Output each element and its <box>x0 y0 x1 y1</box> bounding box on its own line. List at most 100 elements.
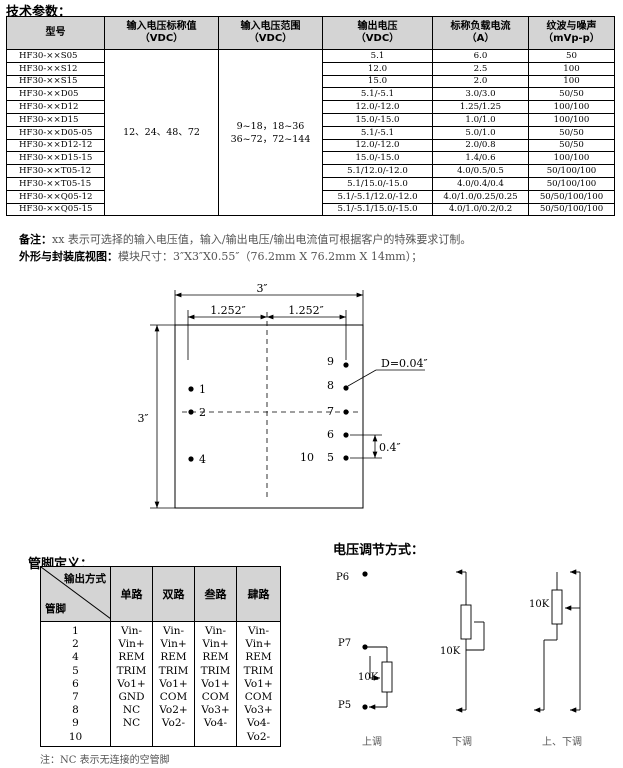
pin-number-cell: 10 <box>40 730 111 747</box>
pin-function-cell: TRIM <box>110 664 153 678</box>
spec-cell-vout: 5.1/12.0/-12.0 <box>322 164 433 178</box>
pin-function-cell: REM <box>236 651 281 665</box>
outline-line: 外形与封装底视图：模块尺寸：3″X3″X0.55″（76.2mm X 76.2m… <box>19 248 422 264</box>
spec-cell-vout: 12.0/-12.0 <box>322 100 433 114</box>
spec-cell-ripple: 100 <box>528 61 615 76</box>
spec-cell-model: HF30-××S15 <box>6 74 105 89</box>
pin-6-dot <box>343 432 349 438</box>
node-p6 <box>362 571 368 577</box>
pin-5-label: 5 <box>327 451 334 464</box>
spec-cell-model: HF30-××S05 <box>6 49 105 63</box>
pin-number-cell: 2 <box>40 638 111 652</box>
spec-header-model: 型号 <box>6 16 105 50</box>
pins-corner-bottom: 管脚 <box>45 603 66 615</box>
spec-cell-iout: 6.0 <box>432 49 529 63</box>
label-p6: P6 <box>336 572 349 583</box>
pin-function-cell: COM <box>236 691 281 705</box>
pin-2-dot <box>188 409 194 415</box>
caption-down: 下调 <box>452 736 472 748</box>
package-drawing: 3″ 1.252″ 1.252″ 3″ 1 2 4 9 8 7 6 10 5 D… <box>137 282 428 509</box>
spec-cell-iout: 4.0/1.0/0.2/0.2 <box>432 202 529 217</box>
pin-8-dot <box>343 385 349 391</box>
pin-function-cell: Vin+ <box>194 638 237 652</box>
spec-header-vin-range: 输入电压范围（VDC） <box>218 16 323 50</box>
spec-cell-model: HF30-××Q05-12 <box>6 189 105 204</box>
spec-cell-iout: 2.5 <box>432 61 529 76</box>
pins-corner-cell: 输出方式 管脚 <box>40 566 111 622</box>
outline-label: 外形与封装底视图： <box>19 250 118 263</box>
node-p5 <box>362 704 368 710</box>
spec-cell-ripple: 100 <box>528 74 615 89</box>
dim-width: 3″ <box>256 282 267 295</box>
pot-up-resistor <box>381 661 393 693</box>
spec-cell-iout: 2.0 <box>432 74 529 89</box>
spec-cell-ripple: 100/100 <box>528 100 615 114</box>
pins-header-single: 单路 <box>110 566 153 622</box>
spec-cell-model: HF30-××D12-12 <box>6 138 105 153</box>
spec-cell-model: HF30-××Q05-15 <box>6 202 105 217</box>
pin-function-cell <box>110 730 153 747</box>
spec-cell-vout: 15.0/-15.0 <box>322 112 433 127</box>
spec-cell-ripple: 50/100/100 <box>528 164 615 178</box>
dim-half-right: 1.252″ <box>288 304 324 317</box>
spec-cell-model: HF30-××T05-12 <box>6 164 105 178</box>
pin-6-label: 6 <box>327 428 334 441</box>
module-outline <box>174 324 364 509</box>
spec-header-row: 型号 输入电压标称值（VDC） 输入电压范围（VDC） 输出电压（VDC） 标称… <box>6 16 615 50</box>
pins-corner-diagonal <box>41 567 111 619</box>
dim-pitch: 0.4″ <box>379 441 401 454</box>
spec-cell-model: HF30-××D15-15 <box>6 151 105 166</box>
pot-up-value: 10K <box>358 672 379 683</box>
spec-cell-vout: 5.1 <box>322 49 433 63</box>
pin-function-cell: Vin- <box>236 621 281 639</box>
spec-cell-ripple: 50/50 <box>528 125 615 140</box>
dim-pin-diameter: D=0.04″ <box>381 357 428 370</box>
spec-cell-ripple: 50 <box>528 49 615 63</box>
pin-function-cell: TRIM <box>194 664 237 678</box>
spec-cell-vout: 15.0/-15.0 <box>322 151 433 166</box>
pin-function-cell <box>194 730 237 747</box>
pin-function-cell: REM <box>110 651 153 665</box>
pin-function-cell: Vo1+ <box>194 677 237 692</box>
pins-corner-top: 输出方式 <box>64 573 106 585</box>
spec-cell-model: HF30-××D05-05 <box>6 125 105 140</box>
caption-both: 上、下调 <box>542 736 582 748</box>
spec-cell-iout: 2.0/0.8 <box>432 138 529 153</box>
spec-cell-vout: 12.0/-12.0 <box>322 138 433 153</box>
spec-cell-iout: 1.25/1.25 <box>432 100 529 114</box>
pin-4-label: 4 <box>199 453 206 466</box>
pot-both-value: 10K <box>529 599 550 610</box>
pin-function-cell: Vin+ <box>236 638 281 652</box>
pin-7-dot <box>343 409 349 415</box>
pin-8-label: 8 <box>327 379 334 392</box>
spec-cell-iout: 4.0/1.0/0.25/0.25 <box>432 189 529 204</box>
spec-cell-iout: 1.0/1.0 <box>432 112 529 127</box>
pin-function-cell: Vin- <box>152 621 195 639</box>
pins-header-triple: 叁路 <box>194 566 237 622</box>
pin-function-cell: GND <box>110 691 153 705</box>
pin-function-cell: Vo4- <box>194 717 237 731</box>
spec-cell-model: HF30-××D12 <box>6 100 105 114</box>
spec-cell-iout: 5.0/1.0 <box>432 125 529 140</box>
remark-label: 备注： <box>19 233 52 246</box>
pin-number-cell: 8 <box>40 704 111 718</box>
pin-function-cell: COM <box>194 691 237 705</box>
spec-cell-vout: 15.0 <box>322 74 433 89</box>
spec-cell-ripple: 50/100/100 <box>528 176 615 191</box>
spec-cell-iout: 1.4/0.6 <box>432 151 529 166</box>
spec-cell-model: HF30-××S12 <box>6 61 105 76</box>
pin-1-label: 1 <box>199 383 206 396</box>
dim-half-left: 1.252″ <box>210 304 246 317</box>
spec-cell-ripple: 100/100 <box>528 151 615 166</box>
